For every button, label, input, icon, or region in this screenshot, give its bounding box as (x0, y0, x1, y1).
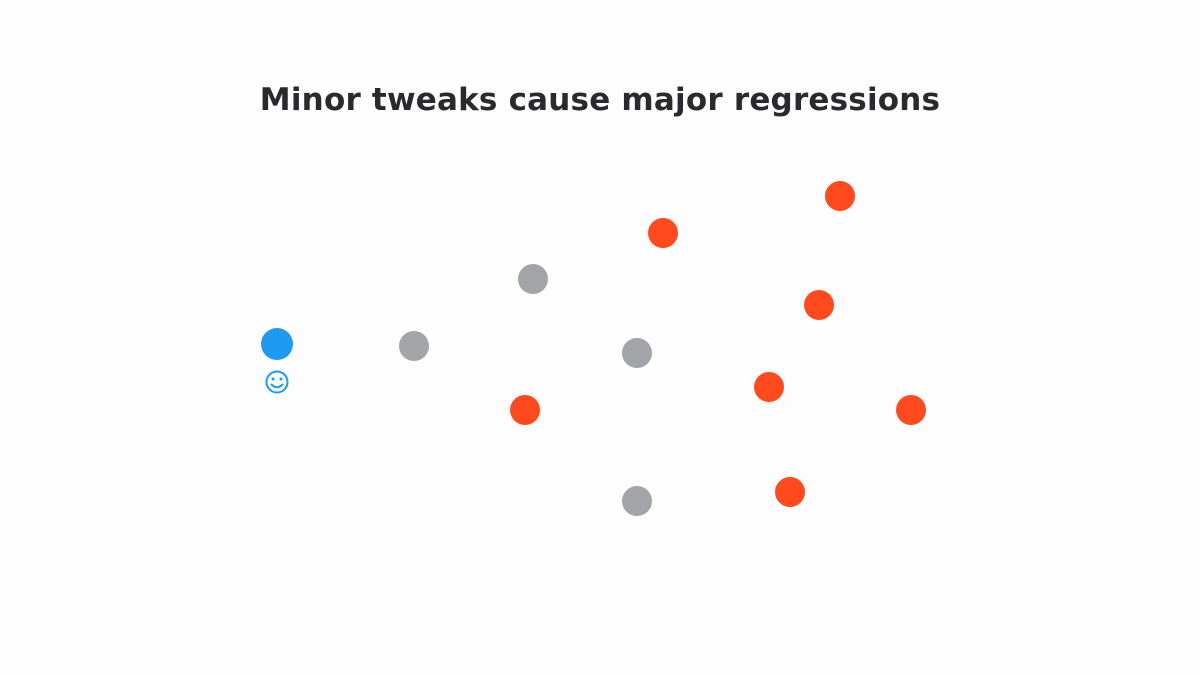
regression-dot (896, 395, 926, 425)
neutral-dot (399, 331, 429, 361)
regression-dot (804, 290, 834, 320)
regression-dot (510, 395, 540, 425)
regression-dot (775, 477, 805, 507)
slide-title: Minor tweaks cause major regressions (259, 82, 941, 118)
baseline-dot (261, 328, 293, 360)
regression-dot (825, 181, 855, 211)
regression-dot (754, 372, 784, 402)
neutral-dot (518, 264, 548, 294)
smiley-face-icon (265, 370, 289, 394)
neutral-dot (622, 486, 652, 516)
neutral-dot (622, 338, 652, 368)
regression-dot (648, 218, 678, 248)
